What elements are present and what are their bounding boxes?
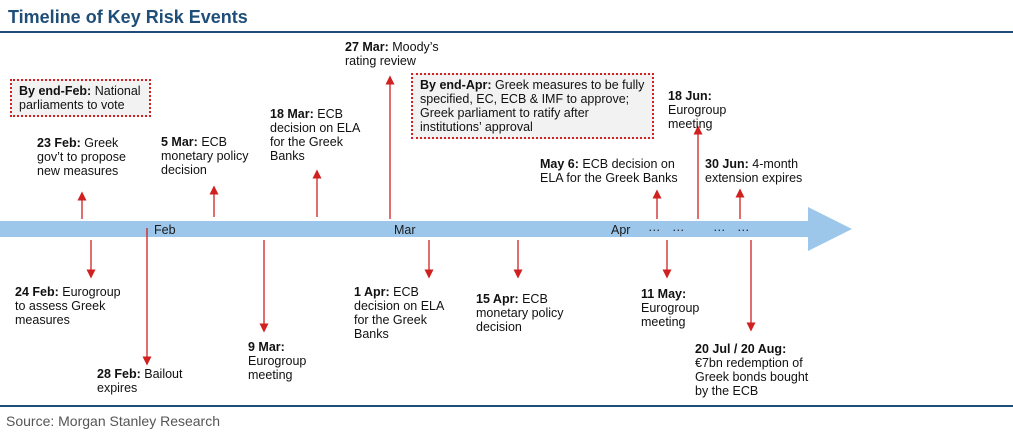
box-date: By end-Apr: [420, 78, 492, 92]
event-text: €7bn redemption of Greek bonds bought by… [695, 356, 809, 398]
event-text: Moody’s rating review [345, 40, 439, 68]
event-20jul: 20 Jul / 20 Aug: €7bn redemption of Gree… [695, 342, 817, 398]
event-18mar: 18 Mar: ECB decision on ELA for the Gree… [270, 107, 362, 163]
source-note: Source: Morgan Stanley Research [6, 413, 220, 429]
event-9mar: 9 Mar: Eurogroup meeting [248, 340, 318, 382]
event-text: Eurogroup meeting [641, 301, 700, 329]
event-23feb: 23 Feb: Greek gov’t to propose new measu… [37, 136, 137, 178]
box-end-apr: By end-Apr: Greek measures to be fully s… [411, 73, 654, 139]
ellipsis-2: … [672, 220, 685, 234]
event-11may: 11 May: Eurogroup meeting [641, 287, 713, 329]
month-mar: Mar [394, 223, 416, 237]
event-date: 9 Mar: [248, 340, 285, 354]
event-date: 18 Jun: [668, 89, 712, 103]
timeline-arrow [0, 207, 852, 251]
event-text: Eurogroup meeting [248, 354, 307, 382]
page-title: Timeline of Key Risk Events [8, 7, 248, 27]
bottom-rule [0, 405, 1013, 407]
event-date: 27 Mar: [345, 40, 389, 54]
event-24feb: 24 Feb: Eurogroup to assess Greek measur… [15, 285, 123, 327]
event-date: 24 Feb: [15, 285, 59, 299]
event-date: 18 Mar: [270, 107, 314, 121]
month-feb: Feb [154, 223, 176, 237]
event-may6: May 6: ECB decision on ELA for the Greek… [540, 157, 695, 185]
event-15apr: 15 Apr: ECB monetary policy decision [476, 292, 576, 334]
event-text: 4-month extension expires [705, 157, 803, 185]
event-date: 28 Feb: [97, 367, 141, 381]
event-28feb: 28 Feb: Bailout expires [97, 367, 197, 395]
event-text: Greek gov’t to propose new measures [37, 136, 126, 178]
event-date: 20 Jul / 20 Aug: [695, 342, 787, 356]
event-1apr: 1 Apr: ECB decision on ELA for the Greek… [354, 285, 444, 341]
event-text: Eurogroup meeting [668, 103, 727, 131]
event-date: 5 Mar: [161, 135, 198, 149]
event-18jun: 18 Jun: Eurogroup meeting [668, 89, 738, 131]
title-rule [0, 31, 1013, 33]
box-text: Greek measures to be fully specified, EC… [420, 78, 645, 134]
box-date: By end-Feb: [19, 84, 92, 98]
event-text: Eurogroup to assess Greek measures [15, 285, 121, 327]
ellipsis-4: … [737, 220, 750, 234]
event-date: 23 Feb: [37, 136, 81, 150]
event-date: 1 Apr: [354, 285, 390, 299]
box-text: National parliaments to vote [19, 84, 141, 112]
event-5mar: 5 Mar: ECB monetary policy decision [161, 135, 261, 177]
event-27mar: 27 Mar: Moody’s rating review [345, 40, 450, 68]
event-text: ECB monetary policy decision [476, 292, 564, 334]
event-30jun: 30 Jun: 4-month extension expires [705, 157, 815, 185]
event-text: ECB decision on ELA for the Greek Banks [354, 285, 444, 341]
event-text: ECB monetary policy decision [161, 135, 249, 177]
event-date: May 6: [540, 157, 579, 171]
event-date: 15 Apr: [476, 292, 519, 306]
event-date: 30 Jun: [705, 157, 749, 171]
ellipsis-1: … [648, 220, 661, 234]
event-text: ECB decision on ELA for the Greek Banks [270, 107, 360, 163]
month-apr: Apr [611, 223, 631, 237]
event-date: 11 May: [641, 287, 687, 301]
box-end-feb: By end-Feb: National parliaments to vote [10, 79, 151, 117]
event-text: ECB decision on ELA for the Greek Banks [540, 157, 678, 185]
event-text: Bailout expires [97, 367, 183, 395]
ellipsis-3: … [713, 220, 726, 234]
